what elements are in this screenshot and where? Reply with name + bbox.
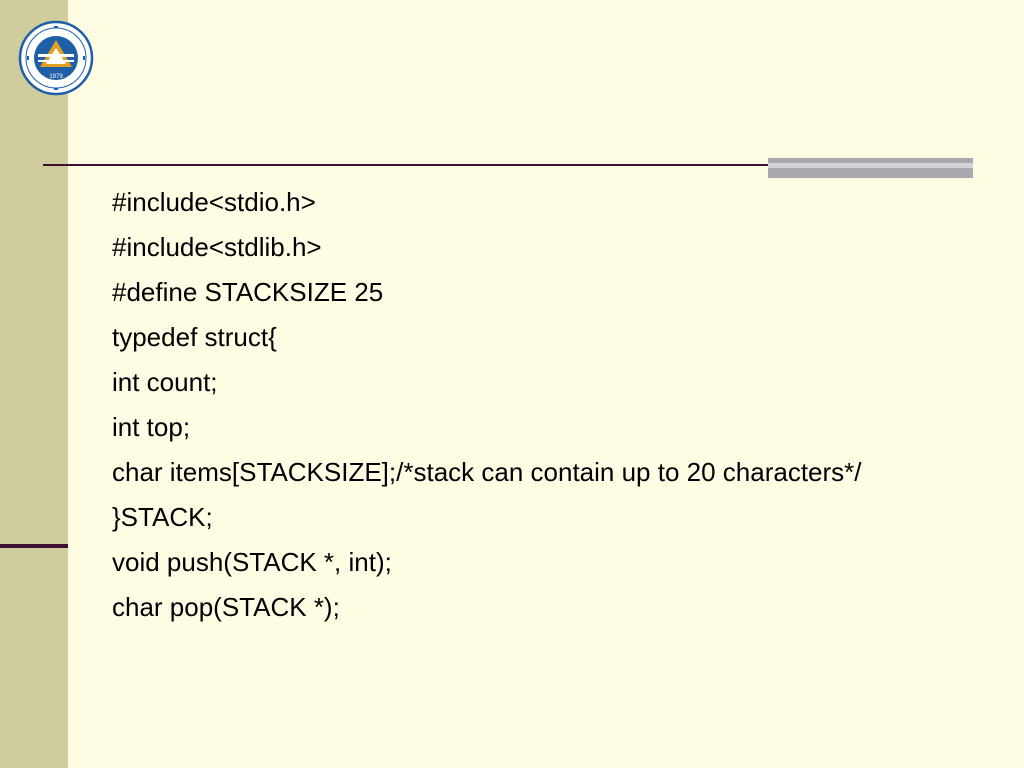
side-band-divider [0,544,68,548]
university-seal-icon: 1979 [18,20,94,96]
code-line: char items[STACKSIZE];/*stack can contai… [112,457,862,487]
seal-year: 1979 [49,74,63,80]
code-line: #define STACKSIZE 25 [112,277,384,307]
code-line: int count; [112,367,218,397]
code-line: void push(STACK *, int); [112,547,392,577]
code-line: #include<stdio.h> [112,187,316,217]
code-line: typedef struct{ [112,322,277,352]
title-divider-line [43,164,770,166]
code-line: #include<stdlib.h> [112,232,322,262]
code-line: char pop(STACK *); [112,592,340,622]
code-listing: #include<stdio.h> #include<stdlib.h> #de… [112,186,932,636]
code-line: }STACK; [112,502,213,532]
side-band [0,0,68,768]
accent-bar [768,158,973,178]
code-line: int top; [112,412,191,442]
